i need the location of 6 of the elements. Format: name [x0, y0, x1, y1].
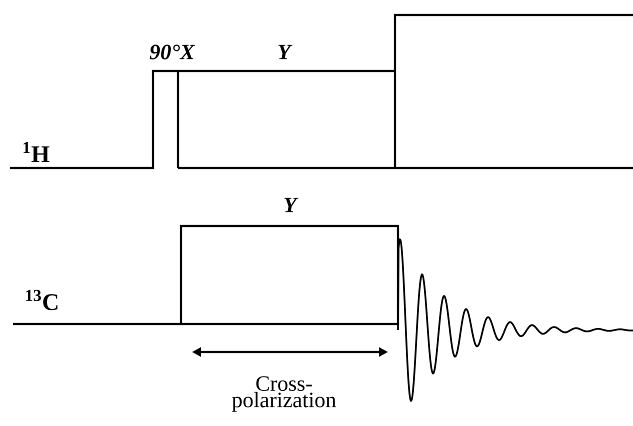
- nucleus-label: $^{13}$C: [26, 290, 58, 310]
- nucleus-label: $^{1}$H: [24, 142, 50, 162]
- phase-label: Y: [278, 44, 292, 60]
- duration-label: Cross-polarization: [232, 376, 336, 412]
- phase-label: Y: [284, 198, 298, 212]
- phase-label: 90°X: [150, 44, 196, 60]
